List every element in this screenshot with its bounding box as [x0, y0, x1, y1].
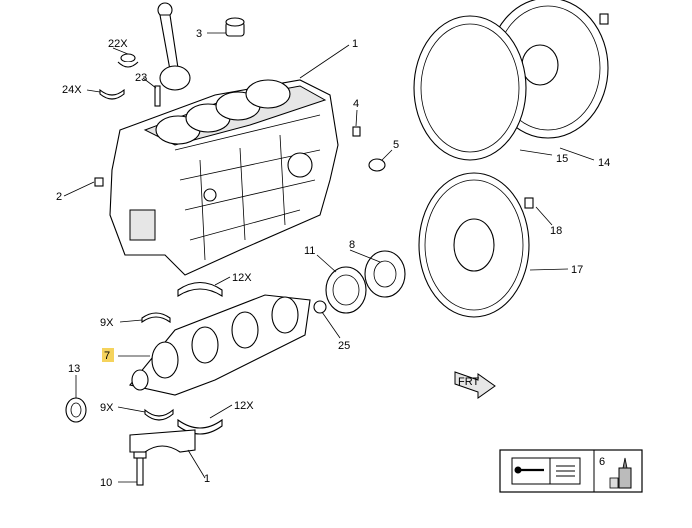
- bearing-shells-24: [99, 88, 125, 100]
- bearing-cap: [129, 429, 196, 453]
- callout-15: 15: [556, 153, 568, 165]
- callout-12x-upper: 12X: [232, 272, 252, 284]
- callout-25: 25: [338, 340, 350, 352]
- svg-text:FRT: FRT: [458, 376, 479, 388]
- bolt-2: [94, 177, 104, 187]
- service-manual-icon: [511, 457, 581, 485]
- crankshaft: [129, 294, 311, 396]
- engine-block: [109, 79, 339, 276]
- callout-24: 24X: [62, 84, 82, 96]
- bearing-shells-9-upper: [141, 312, 171, 324]
- callout-22: 22X: [108, 38, 128, 50]
- callout-9x-upper: 9X: [100, 317, 114, 329]
- callout-8: 8: [349, 239, 355, 251]
- piston-pin: [225, 17, 245, 37]
- bearing-shells-12-upper: [177, 281, 223, 298]
- sealant-applicator-icon: [609, 457, 632, 489]
- callout-1: 1: [352, 38, 358, 50]
- seal-13: [65, 397, 87, 423]
- legend-number-6: 6: [599, 456, 605, 468]
- callout-12x-lower: 12X: [234, 400, 254, 412]
- callout-7: 7: [104, 350, 110, 362]
- bolt-4: [352, 126, 361, 137]
- callout-4: 4: [353, 98, 359, 110]
- leader-lines: [63, 32, 595, 483]
- callout-7-highlight: [102, 348, 114, 362]
- callout-10: 10: [100, 477, 112, 489]
- callout-23: 23: [135, 72, 147, 84]
- bolt-23: [154, 85, 161, 107]
- plug-5: [368, 158, 386, 172]
- bearing-shells-9-lower: [144, 408, 174, 421]
- callout-3: 3: [196, 28, 202, 40]
- callout-1-lower: 1: [204, 473, 210, 485]
- flexplate: [418, 172, 534, 318]
- callout-18: 18: [550, 225, 562, 237]
- flywheel-assembly: [413, 0, 609, 161]
- callout-17: 17: [571, 264, 583, 276]
- legend-box: 6: [499, 449, 643, 493]
- bearing-shells-22: [117, 53, 139, 68]
- callout-9x-lower: 9X: [100, 402, 114, 414]
- rear-seal-housing: [313, 250, 406, 314]
- connecting-rod: [157, 2, 191, 91]
- bolt-10: [133, 451, 147, 486]
- front-direction-icon: FRT: [454, 371, 496, 399]
- callout-5: 5: [393, 139, 399, 151]
- callout-labels: 3 22X 1 23 24X 4 5 15 14 2 18 8 11 17 12…: [56, 28, 610, 489]
- callout-13: 13: [68, 363, 80, 375]
- callout-14: 14: [598, 157, 610, 169]
- callout-2: 2: [56, 191, 62, 203]
- callout-11: 11: [304, 245, 315, 257]
